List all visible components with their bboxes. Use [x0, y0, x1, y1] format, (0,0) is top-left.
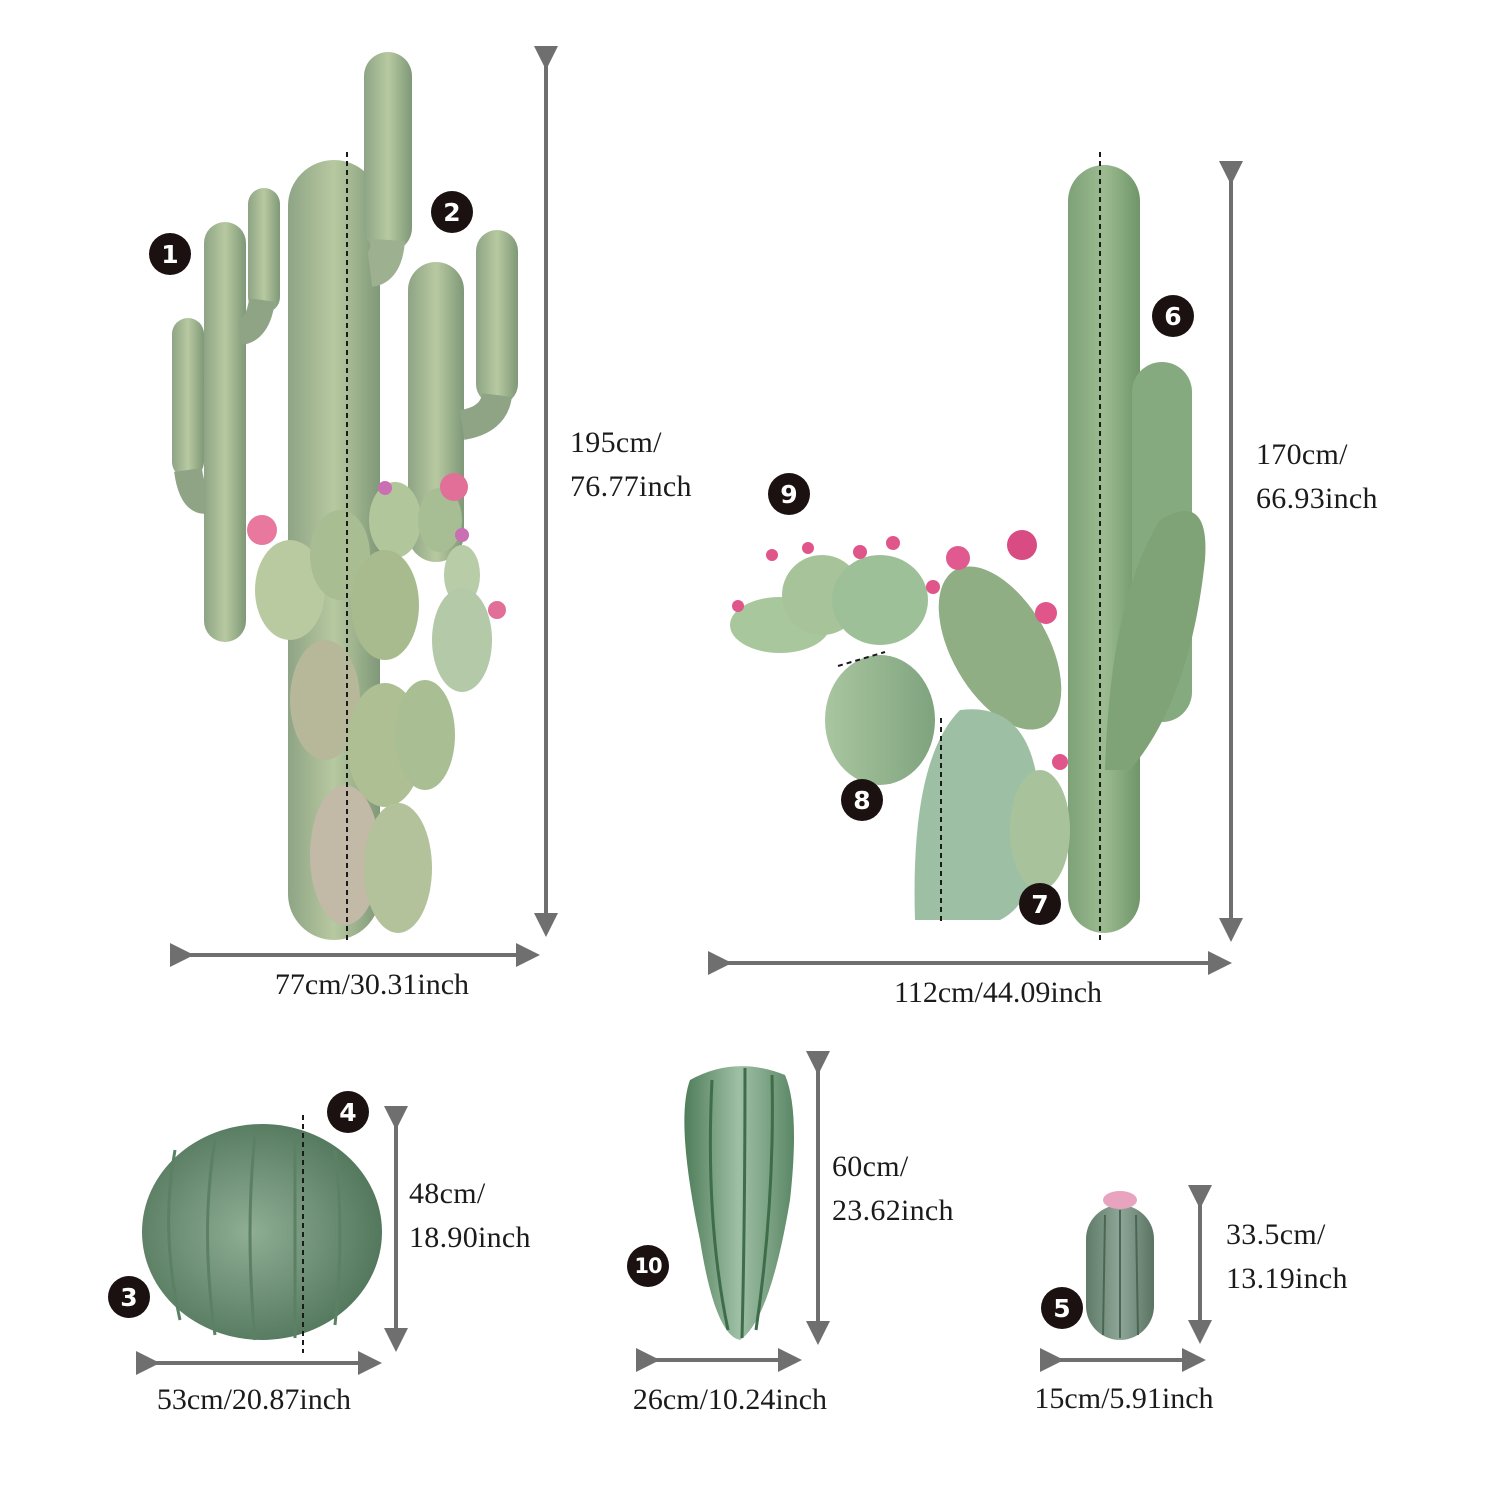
marker-badge-2: 2: [431, 191, 473, 233]
marker-badge-6: 6: [1152, 295, 1194, 337]
small-width-label: 15cm/5.91inch: [1034, 1382, 1214, 1415]
height-inch: 13.19inch: [1226, 1262, 1348, 1295]
marker-badge-10: 10: [627, 1245, 669, 1287]
prickly-height-label: 170cm/ 66.93inch: [1256, 433, 1378, 521]
height-cm: 60cm/: [832, 1150, 909, 1183]
barrel-width-label: 53cm/20.87inch: [156, 1383, 352, 1416]
column-width-label: 26cm/10.24inch: [632, 1383, 828, 1416]
saguaro-width-label: 77cm/30.31inch: [274, 968, 470, 1001]
height-cm: 170cm/: [1256, 438, 1348, 471]
height-inch: 76.77inch: [570, 470, 692, 503]
marker-badge-9: 9: [768, 473, 810, 515]
small-cactus-illustration: [1086, 1191, 1154, 1340]
height-cm: 195cm/: [570, 426, 662, 459]
marker-badge-8: 8: [841, 779, 883, 821]
height-cm: 48cm/: [409, 1177, 486, 1210]
dimension-arrows: [136, 46, 1243, 1375]
height-inch: 23.62inch: [832, 1194, 954, 1227]
column-cactus-illustration: [684, 1066, 794, 1340]
saguaro-cluster-illustration: [172, 52, 518, 942]
prickly-group-illustration: [730, 152, 1206, 940]
height-inch: 18.90inch: [409, 1221, 531, 1254]
column-height-label: 60cm/ 23.62inch: [832, 1145, 954, 1233]
height-cm: 33.5cm/: [1226, 1218, 1326, 1251]
barrel-height-label: 48cm/ 18.90inch: [409, 1172, 531, 1260]
barrel-cactus-illustration: [142, 1115, 382, 1353]
height-inch: 66.93inch: [1256, 482, 1378, 515]
prickly-width-label: 112cm/44.09inch: [893, 976, 1103, 1009]
marker-badge-7: 7: [1019, 883, 1061, 925]
marker-badge-3: 3: [108, 1276, 150, 1318]
small-height-label: 33.5cm/ 13.19inch: [1226, 1213, 1348, 1301]
marker-badge-1: 1: [149, 233, 191, 275]
saguaro-height-label: 195cm/ 76.77inch: [570, 421, 692, 509]
marker-badge-5: 5: [1041, 1287, 1083, 1329]
marker-badge-4: 4: [327, 1091, 369, 1133]
